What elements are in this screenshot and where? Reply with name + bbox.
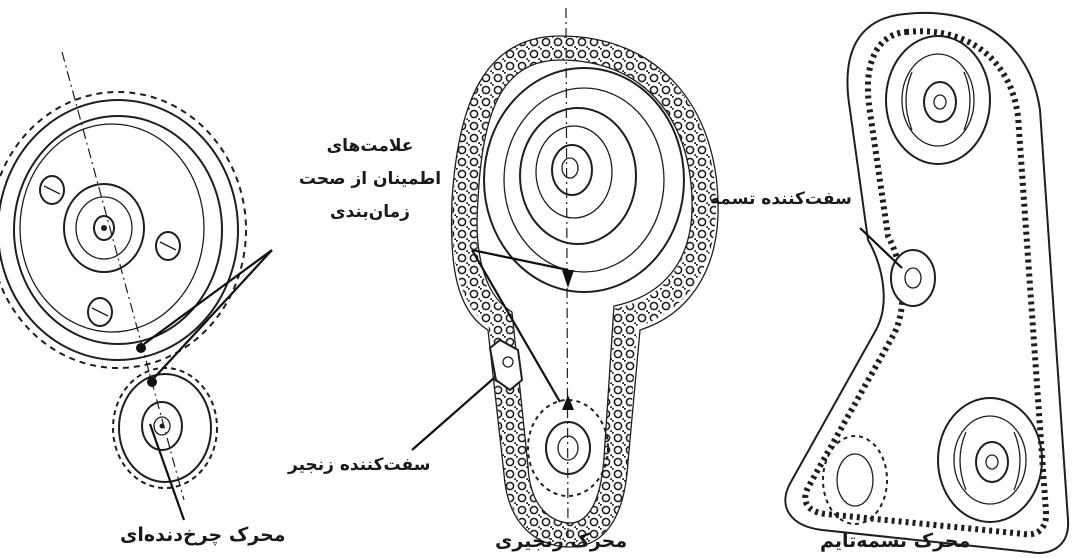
gear-drive-illustration [0,52,246,500]
belt-tensioner-pulley [891,250,935,306]
belt-crank-pulley [938,398,1042,522]
gear-timing-mark-lower [147,377,157,387]
chain-drive-label: محرک زنجیری [495,530,627,552]
belt-drive-illustration [785,13,1068,553]
chain-timing-mark-upper [562,270,574,288]
gear-drive-label: محرک چرخ‌دنده‌ای [120,524,286,546]
chain-timing-mark-lower [562,395,574,410]
timing-marks-line-2: اطمینان از صحت [290,163,450,196]
belt-aux-pulley [823,436,887,524]
chain-drive-illustration [451,8,718,547]
timing-marks-line-3: زمان‌بندی [290,196,450,229]
cam-gear [0,92,246,368]
timing-marks-line-1: علامت‌های [290,130,450,163]
belt-tensioner-label: سفت‌کننده تسمه [710,189,852,209]
belt-cam-pulley [886,36,990,164]
chain-tensioner-label: سفت‌کننده زنجیر [288,455,430,475]
gear-center-line [62,52,184,500]
timing-belt-drive-label: محرک تسمه‌تایم [820,530,970,552]
timing-marks-label: علامت‌های اطمینان از صحت زمان‌بندی [290,130,450,229]
